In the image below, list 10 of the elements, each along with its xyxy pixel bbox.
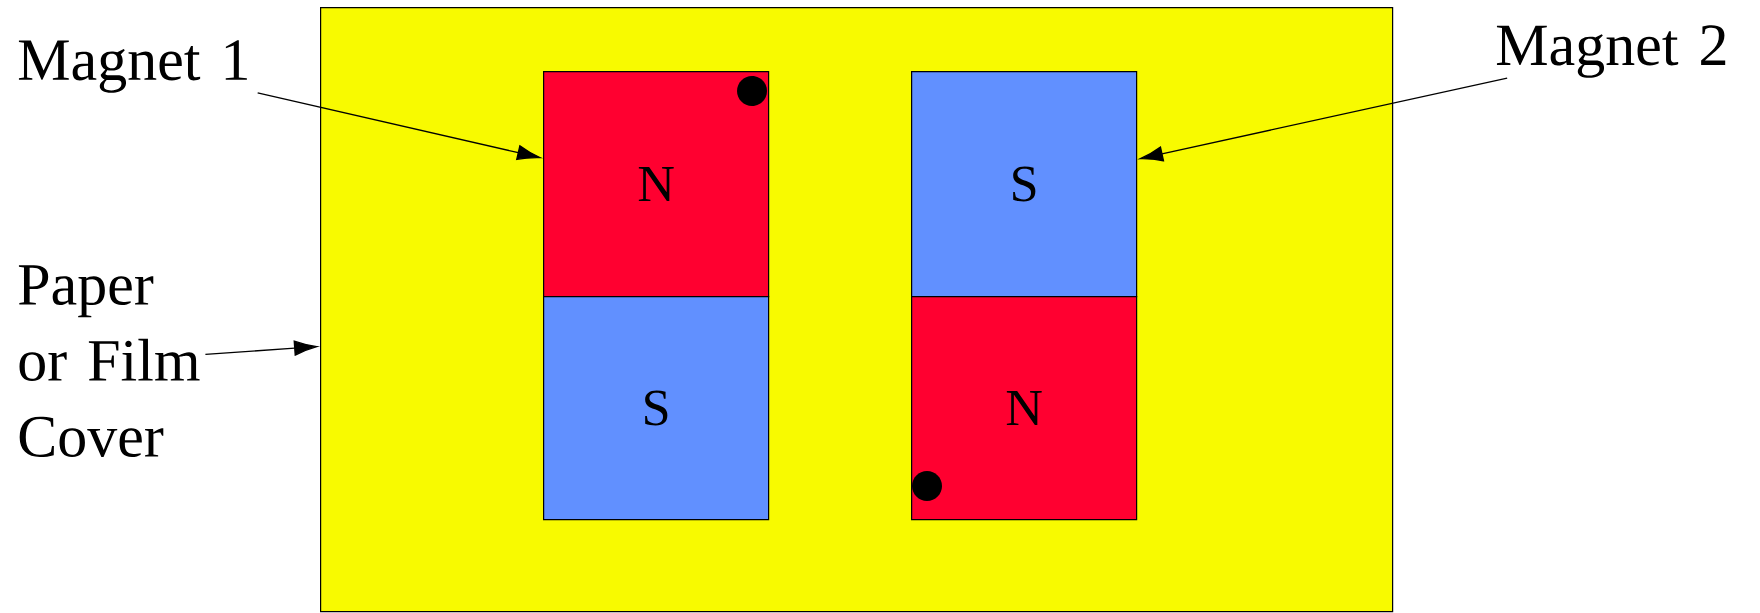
callout-label: Magnet 1 — [18, 40, 247, 93]
callout-label: Paper or Film Cover — [18, 265, 200, 458]
leader-line — [257, 92, 541, 161]
magnet-pole: S — [543, 296, 770, 521]
magnet-pole: S — [911, 71, 1138, 298]
magnet-pole: N — [911, 296, 1138, 521]
leader-line — [204, 340, 318, 356]
magnet-pole: N — [543, 71, 770, 298]
leader-line — [1139, 77, 1508, 162]
callout-label: Magnet 2 — [1496, 25, 1726, 78]
